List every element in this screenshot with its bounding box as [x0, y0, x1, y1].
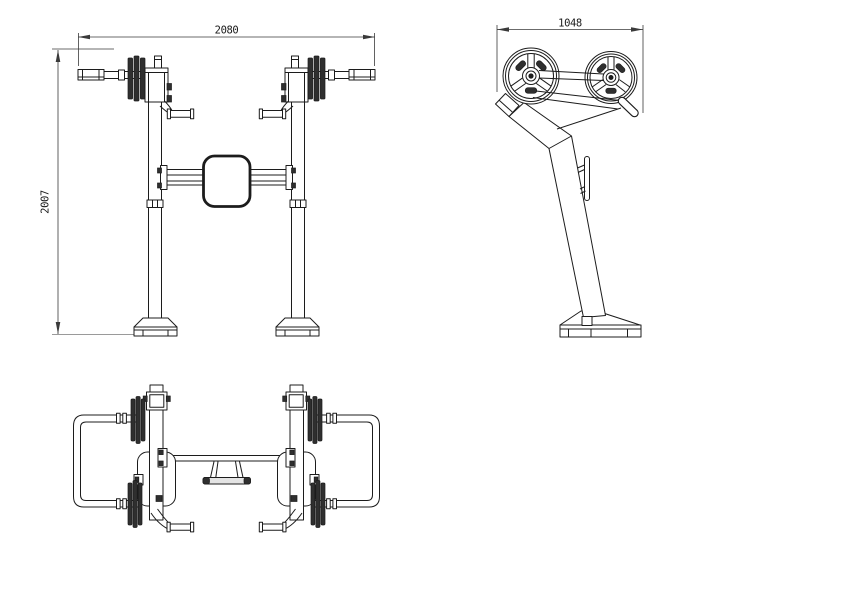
- arm-sleeve-side: [495, 93, 520, 117]
- u-handle-top: [73, 412, 140, 510]
- side-view: 1048: [495, 18, 644, 338]
- weight-plate-side-left: [502, 47, 560, 105]
- front-height-label: 2007: [40, 190, 52, 214]
- upright-post-top: [142, 384, 171, 521]
- main-beam-side: [508, 102, 606, 326]
- front-right-assembly-mirror: [249, 55, 376, 337]
- backrest-pad-front: [202, 154, 252, 208]
- press-arm-linkage-side: [532, 70, 625, 130]
- front-dim-height: 2007: [40, 48, 134, 335]
- arm-sleeve: [77, 69, 105, 81]
- top-view: [73, 384, 380, 533]
- weight-plates-front: [127, 55, 146, 102]
- front-view: 2080 2007: [40, 25, 376, 337]
- base-foot-side: [559, 310, 642, 338]
- top-right-assembly-mirror: [258, 384, 380, 533]
- front-machine: [77, 55, 376, 337]
- weight-plate-side-right: [584, 51, 638, 104]
- grip-handle-top: [150, 508, 195, 533]
- backrest-pad-top: [202, 461, 251, 485]
- weight-plates-top: [127, 396, 146, 528]
- base-foot-front: [133, 317, 178, 337]
- side-width-label: 1048: [558, 18, 582, 30]
- front-width-label: 2080: [215, 25, 239, 37]
- side-dim-width: 1048: [496, 18, 644, 113]
- grip-handle-front: [159, 100, 195, 120]
- upright-post: [148, 101, 162, 319]
- backrest-pad-side: [577, 156, 590, 201]
- front-dim-width: 2080: [78, 25, 375, 66]
- top-left-assembly: [73, 384, 195, 533]
- front-left-assembly: [77, 55, 204, 337]
- grip-handle-side: [617, 96, 639, 118]
